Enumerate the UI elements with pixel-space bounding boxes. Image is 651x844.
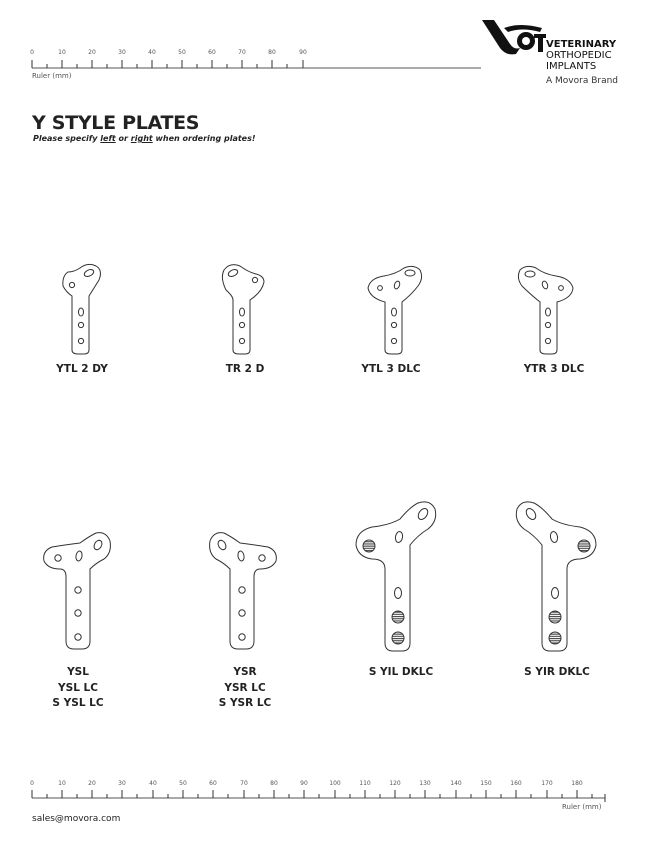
page-title: Y STYLE PLATES [32,112,200,134]
tick-label: 60 [208,49,216,56]
brand-tagline: A Movora Brand [546,76,619,86]
plate-tr-2d-icon [221,264,265,355]
plate-ytl-3dlc-icon [367,265,423,355]
plate-label-ytl-2dy: YTL 2 DY [56,363,108,375]
tick-label: 0 [30,780,34,787]
brand-line2: ORTHOPEDIC [546,50,612,61]
plate-label-ytl-3dlc: YTL 3 DLC [361,363,421,375]
ruler-label: Ruler (mm) [562,803,602,811]
tick-label: 50 [179,780,187,787]
plate-label: S YIR DKLC [524,666,590,678]
tick-label: 100 [329,780,341,787]
plate-labels-s-yir-dklc: S YIR DKLC [524,665,590,681]
tick-label: 50 [178,49,186,56]
plate-labels-s-yil-dklc: S YIL DKLC [369,665,433,681]
brand-logo [480,18,650,88]
plate-label: S YSR LC [218,697,272,709]
tick-label: 10 [58,780,66,787]
plate-label: YSL [67,666,89,678]
tick-label: 0 [30,49,34,56]
tick-label: 90 [299,49,307,56]
brand-line3: IMPLANTS [546,61,597,72]
subtitle-left: left [100,134,116,143]
subtitle-text: when ordering plates! [152,134,256,143]
tick-label: 130 [419,780,431,787]
email-link[interactable]: sales@movora.com [32,814,121,824]
tick-label: 120 [389,780,401,787]
plate-ytl-2dy-icon [62,263,101,355]
subtitle-text: or [115,134,131,143]
tick-label: 40 [148,49,156,56]
tick-label: 80 [270,780,278,787]
page-subtitle: Please specify left or right when orderi… [33,134,256,143]
plate-label-ytr-3dlc: YTR 3 DLC [523,363,585,375]
plate-ytr-3dlc-icon [517,265,574,355]
subtitle-text: Please specify [33,134,101,143]
ruler-label: Ruler (mm) [32,72,72,80]
tick-label: 70 [240,780,248,787]
tick-label: 60 [209,780,217,787]
tick-label: 30 [118,780,126,787]
plate-label: S YIL DKLC [368,666,434,678]
plate-label: S YSL LC [52,697,104,709]
vot-logo-icon [482,20,546,55]
plate-label: YSL LC [58,681,98,694]
brand-line1: VETERINARY [546,39,617,50]
plate-label: YSR [233,666,257,678]
plates-row1-graphics [62,263,574,355]
tick-label: 80 [268,49,276,56]
plate-label-tr-2d: TR 2 D [225,363,265,375]
plate-labels-ysr: YSR YSR LC S YSR LC [219,665,272,712]
tick-label: 30 [118,49,126,56]
tick-label: 10 [58,49,66,56]
tick-label: 160 [510,780,522,787]
subtitle-right: right [130,134,153,143]
bottom-ruler-graphic [31,790,606,802]
plate-ysr-icon [209,532,277,650]
bottom-ruler: 0 10 20 30 40 50 60 70 80 90 100 110 120… [0,775,651,815]
tick-label: 140 [450,780,462,787]
tick-label: 40 [149,780,157,787]
tick-label: 180 [571,780,583,787]
top-ruler-ticks: 0 10 20 30 40 50 60 70 80 90 [0,49,490,59]
tick-label: 170 [541,780,553,787]
plate-ysl-icon [43,532,111,650]
plate-labels-ysl: YSL YSL LC S YSL LC [52,665,103,712]
plate-label: YSR LC [224,681,266,694]
tick-label: 150 [480,780,492,787]
plate-s-yil-dklc-icon [355,501,437,652]
plates-row2-graphics [43,501,597,652]
tick-label: 110 [359,780,371,787]
tick-label: 70 [238,49,246,56]
plate-s-yir-dklc-icon [515,501,597,652]
brand-text: VETERINARY ORTHOPEDIC IMPLANTS A Movora … [546,39,618,87]
tick-label: 20 [88,780,96,787]
top-ruler-graphic [31,60,481,69]
top-ruler: 0 10 20 30 40 50 60 70 80 90 Ruler (mm) [0,0,490,90]
tick-label: 90 [300,780,308,787]
bottom-ruler-ticks: 0 10 20 30 40 50 60 70 80 90 100 110 120… [0,780,651,790]
tick-label: 20 [88,49,96,56]
